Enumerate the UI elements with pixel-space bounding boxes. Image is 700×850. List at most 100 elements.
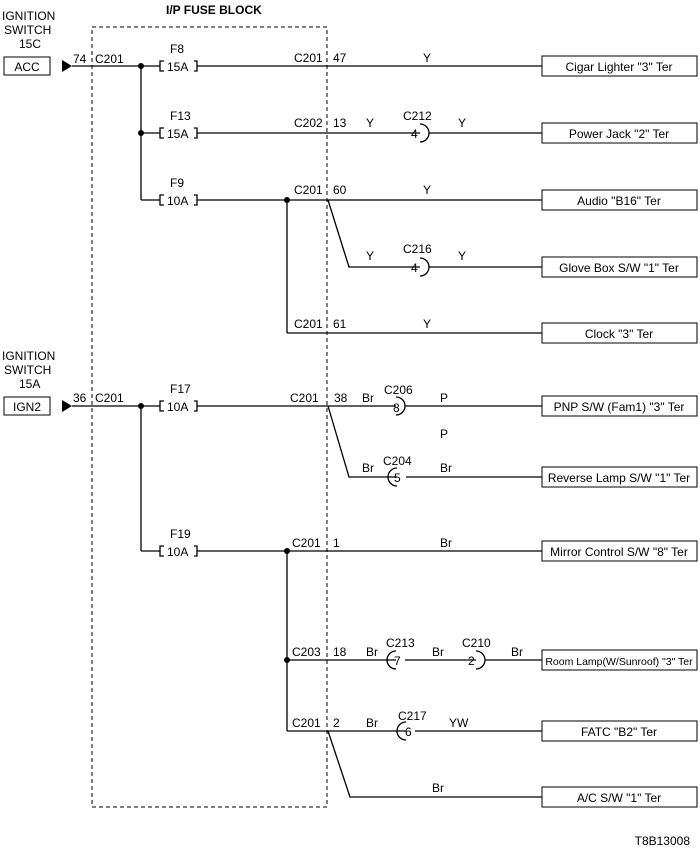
circuit-8-dest-label: Mirror Control S/W "8" Ter <box>550 545 688 559</box>
fuse-f9-rating: 10A <box>167 194 188 208</box>
circuit-10-inline-connector <box>396 721 407 741</box>
circuit-4-wire-a <box>327 199 420 268</box>
circuit-7-inline-connector <box>387 467 398 487</box>
circuit-11-wire-color: Br <box>432 781 444 795</box>
circuit-10-wire-a-color: Br <box>366 716 378 730</box>
circuit-7-wire-b-color: Br <box>440 461 452 475</box>
circuit-2-inline-name: C212 <box>403 109 432 123</box>
circuit-6-dest-box <box>541 395 698 417</box>
circuit-1-dest-label: Cigar Lighter "3" Ter <box>565 60 672 74</box>
circuit-1-pin: 47 <box>333 51 347 65</box>
circuit-10-dest-label: FATC "B2" Ter <box>581 725 657 739</box>
source-1-arrow <box>62 60 72 72</box>
circuit-7-dest-box <box>541 466 698 488</box>
fuse-f17-rating: 10A <box>167 400 188 414</box>
circuit-10-dest-box <box>541 720 698 742</box>
circuit-8-pin: 1 <box>333 536 340 550</box>
fuse-block-outline <box>91 26 328 808</box>
circuit-9-wire-c-color: Br <box>511 645 523 659</box>
fuse-f13-name: F13 <box>170 109 191 123</box>
circuit-7-wire-a <box>327 405 397 478</box>
circuit-4-wire-b-color: Y <box>458 249 466 263</box>
circuit-4-wire-a-color: Y <box>366 249 374 263</box>
splice-bus-2-top <box>138 403 144 409</box>
circuit-5-dest-box <box>541 322 698 344</box>
fuse-f13-rating: 15A <box>167 127 188 141</box>
source-2-line3: 15A <box>19 377 40 391</box>
circuit-2-inline-connector <box>419 123 430 143</box>
circuit-10-pin: 2 <box>333 716 340 730</box>
circuit-9-dest-label: Room Lamp(W/Sunroof) "3" Ter <box>545 656 693 668</box>
circuit-4-dest-box <box>541 256 698 278</box>
circuit-7-inline-name: C204 <box>383 454 412 468</box>
circuit-9-wire-b-color: Br <box>432 645 444 659</box>
circuit-1-wire-color: Y <box>423 51 431 65</box>
circuit-8-wire-color: Br <box>440 536 452 550</box>
circuit-11-dest-box <box>541 786 698 808</box>
circuit-3-wire-color: Y <box>423 183 431 197</box>
circuit-8-dest-box <box>541 540 698 562</box>
circuit-6-wire-c-color: P <box>440 427 448 441</box>
source-2-box-label: IGN2 <box>13 400 41 414</box>
circuit-6-wire-b-color: P <box>440 391 448 405</box>
circuit-2-connector: C202 <box>294 116 323 130</box>
source-1-line3: 15C <box>19 37 41 51</box>
circuit-4-inline-connector <box>419 257 430 277</box>
source-2-arrow <box>62 400 72 412</box>
circuit-2-wire-b-color: Y <box>458 116 466 130</box>
circuit-6-inline-pin: 8 <box>393 401 400 415</box>
circuit-10-inline-pin: 6 <box>405 725 412 739</box>
circuit-3-pin: 60 <box>333 183 347 197</box>
source-1-connector: C201 <box>95 52 124 66</box>
circuit-4-inline-pin: 4 <box>411 261 418 275</box>
source-2-pin: 36 <box>73 391 87 405</box>
circuit-6-dest-label: PNP S/W (Fam1) "3" Ter <box>554 400 685 414</box>
circuit-1-connector: C201 <box>294 51 323 65</box>
figure-code: T8B13008 <box>635 834 691 848</box>
circuit-10-connector: C201 <box>292 716 321 730</box>
splice-bus-1-mid <box>138 130 144 136</box>
fuse-f8-name: F8 <box>170 42 184 56</box>
circuit-2-inline-pin: 4 <box>411 127 418 141</box>
source-1-pin: 74 <box>73 52 87 66</box>
source-1-line1: IGNITION <box>2 9 55 23</box>
circuit-6-wire-a-color: Br <box>362 391 374 405</box>
fuse-f19-name: F19 <box>170 527 191 541</box>
circuit-2-pin: 13 <box>333 116 347 130</box>
circuit-7-dest-label: Reverse Lamp S/W "1" Ter <box>548 471 690 485</box>
splice-bus-1-top <box>138 63 144 69</box>
circuit-9-dest-box <box>541 649 698 671</box>
circuit-11-wire <box>327 730 542 798</box>
circuit-2-dest-label: Power Jack "2" Ter <box>569 127 669 141</box>
circuit-9-inline-connector-2 <box>475 650 486 670</box>
fuse-f17-name: F17 <box>170 382 191 396</box>
circuit-5-connector: C201 <box>294 317 323 331</box>
circuit-8-connector: C201 <box>292 536 321 550</box>
circuit-4-inline-name: C216 <box>403 242 432 256</box>
fuse-f19-rating: 10A <box>167 545 188 559</box>
circuit-7-wire-a-color: Br <box>362 461 374 475</box>
source-2-line2: SWITCH <box>4 363 51 377</box>
circuit-5-pin: 61 <box>333 317 347 331</box>
circuit-9-inline2-pin: 2 <box>468 654 475 668</box>
circuit-9-inline2-name: C210 <box>462 636 491 650</box>
circuit-9-connector: C203 <box>292 645 321 659</box>
circuit-3-connector: C201 <box>294 183 323 197</box>
fuse-f9-name: F9 <box>170 176 184 190</box>
circuit-9-inline-connector-1 <box>386 650 397 670</box>
source-2-connector: C201 <box>95 391 124 405</box>
circuit-9-inline-name: C213 <box>386 636 415 650</box>
circuit-3-dest-label: Audio "B16" Ter <box>577 194 661 208</box>
circuit-6-pin: 38 <box>334 391 348 405</box>
circuit-3-dest-box <box>541 189 698 211</box>
circuit-10-wire-b-color: YW <box>449 716 469 730</box>
diagram-title: I/P FUSE BLOCK <box>166 3 262 17</box>
circuit-7-inline-pin: 5 <box>394 471 401 485</box>
circuit-5-dest-label: Clock "3" Ter <box>585 327 653 341</box>
circuit-2-dest-box <box>541 122 698 144</box>
fuse-f8-rating: 15A <box>167 60 188 74</box>
circuit-9-inline-pin: 7 <box>394 654 401 668</box>
circuit-9-wire-a-color: Br <box>366 645 378 659</box>
circuit-10-inline-name: C217 <box>398 709 427 723</box>
